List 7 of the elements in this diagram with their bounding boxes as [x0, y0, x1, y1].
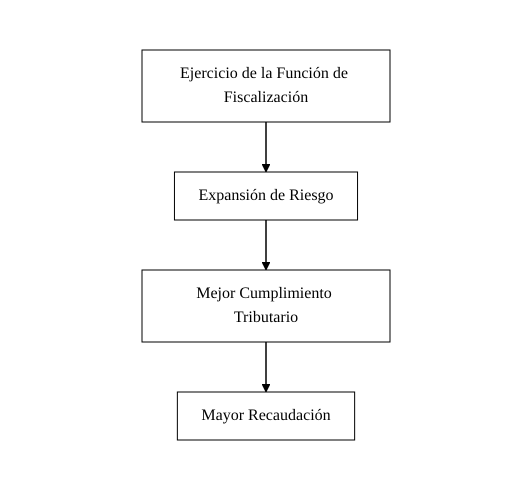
arrow — [261, 342, 270, 392]
node-box: Mejor Cumplimiento Tributario — [141, 269, 390, 342]
node-box: Mayor Recaudación — [176, 391, 355, 440]
node-box: Ejercicio de la Función de Fiscalización — [141, 49, 390, 122]
arrow — [261, 220, 270, 270]
arrow — [261, 122, 270, 172]
node-box: Expansión de Riesgo — [173, 171, 358, 220]
